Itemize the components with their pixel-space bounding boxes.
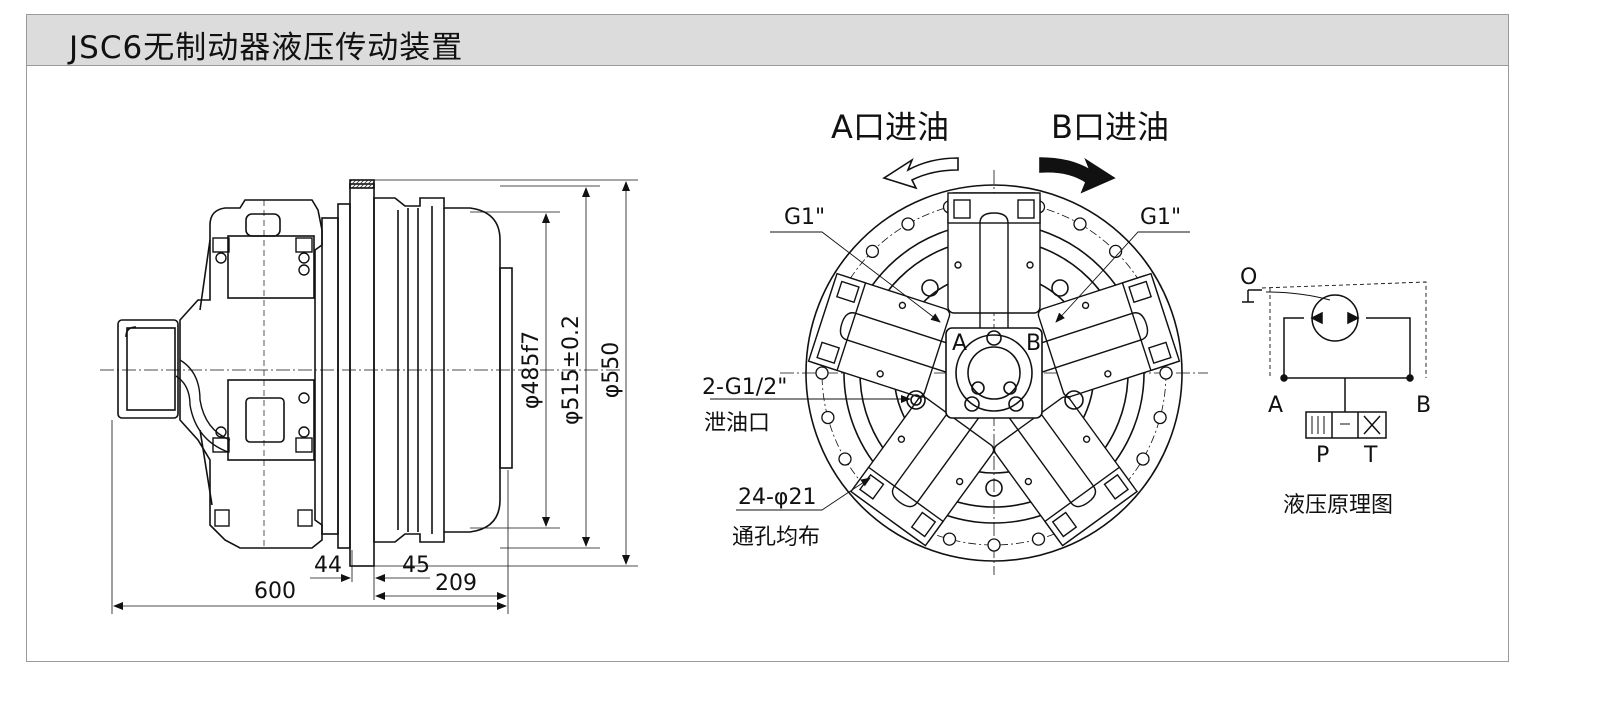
dim-515: φ515±0.2: [559, 315, 584, 425]
cylinders: [807, 192, 1181, 547]
dim-209: 209: [435, 571, 477, 596]
page-title: JSC6无制动器液压传动装置: [69, 30, 464, 66]
g1-left-label: G1": [784, 205, 825, 230]
bolt-hole: [815, 366, 829, 380]
bolt-hole: [838, 452, 852, 466]
drain-label: 泄油口: [704, 411, 770, 436]
cylinder: [947, 192, 1041, 333]
schematic-o-label: O: [1240, 265, 1257, 290]
dim-550: φ550: [599, 342, 624, 399]
drawing-panel: JSC6无制动器液压传动装置: [26, 14, 1509, 662]
hydraulic-schematic: [1242, 281, 1427, 439]
port-b-label: B: [1026, 331, 1041, 356]
front-view: [710, 157, 1208, 575]
dim-485: φ485f7: [519, 331, 544, 409]
dim-44: 44: [314, 553, 342, 578]
schematic-caption: 液压原理图: [1283, 493, 1393, 518]
bolt-hole: [1073, 217, 1087, 231]
schematic-a-label: A: [1268, 393, 1283, 418]
bolt-hole: [1136, 452, 1150, 466]
side-view: [100, 179, 638, 614]
bolt-hole: [942, 532, 957, 546]
cylinder: [807, 272, 961, 398]
schematic-t-label: T: [1363, 443, 1378, 468]
bolt-hole: [1031, 532, 1046, 546]
g1-right-label: G1": [1140, 205, 1181, 230]
cylinder: [1027, 272, 1181, 398]
bolt-hole: [821, 410, 835, 425]
holes-spec: 24-φ21: [738, 485, 816, 510]
dim-45: 45: [402, 553, 430, 578]
bolt-hole: [1108, 244, 1123, 259]
port-a-label: A: [952, 331, 967, 356]
bolt-hole: [1159, 366, 1173, 380]
cylinder: [993, 396, 1138, 547]
title-bar: JSC6无制动器液压传动装置: [27, 15, 1508, 66]
bolt-hole: [1153, 410, 1167, 425]
schematic-p-label: P: [1316, 443, 1329, 468]
dim-600: 600: [254, 579, 296, 604]
bolt-hole: [865, 244, 880, 259]
schematic-b-label: B: [1416, 393, 1431, 418]
drain-spec: 2-G1/2": [702, 375, 787, 400]
cylinder: [850, 396, 995, 547]
b-port-inlet-label: B口进油: [1051, 108, 1169, 146]
bolt-hole: [987, 538, 1001, 552]
holes-label: 通孔均布: [732, 525, 820, 550]
a-port-inlet-label: A口进油: [831, 108, 949, 146]
bolt-hole: [901, 217, 915, 231]
